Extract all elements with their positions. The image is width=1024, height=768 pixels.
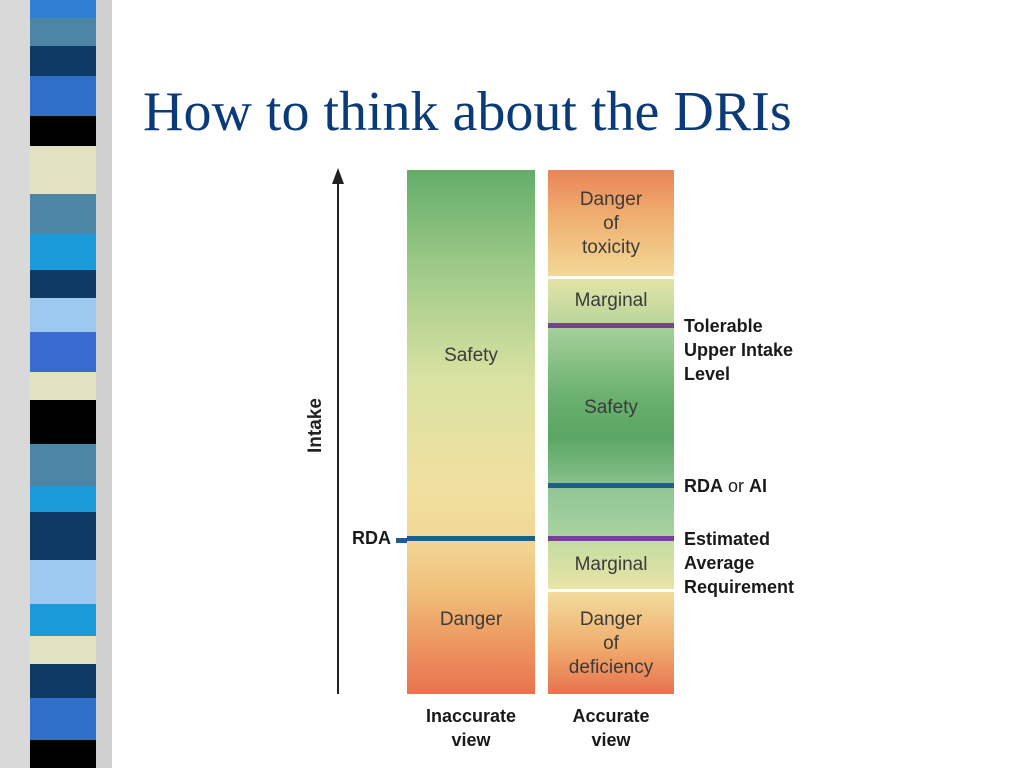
ear-label-line3: Requirement: [684, 577, 795, 597]
intake-axis-label: Intake: [305, 398, 326, 453]
ear-label: Estimated Average Requirement: [684, 527, 794, 599]
inaccurate-rda-line: [407, 536, 535, 541]
safety-band: Safety: [548, 328, 674, 483]
danger-of-toxicity-band: Danger of toxicity: [548, 170, 674, 276]
marginal-lower-label: Marginal: [574, 554, 648, 575]
toxicity-label-line3: toxicity: [581, 237, 641, 258]
inaccurate-view-column: Safety Danger: [407, 170, 535, 694]
toxicity-label-line2: of: [603, 213, 619, 234]
ai-text: AI: [749, 476, 768, 496]
danger-of-deficiency-band: Danger of deficiency: [548, 592, 674, 694]
deficiency-label-line3: deficiency: [568, 657, 654, 678]
divider-white: [548, 276, 674, 279]
ear-line: [548, 536, 674, 541]
rda-or-ai-line: [548, 483, 674, 488]
accurate-view-column: Danger of toxicity Marginal Safety Margi…: [548, 170, 674, 694]
accurate-caption-line2: view: [591, 730, 631, 750]
accurate-caption-line1: Accurate: [572, 706, 650, 726]
safe-lower-band: [548, 488, 674, 536]
deficiency-label-line1: Danger: [579, 609, 643, 630]
rda-text: RDA: [684, 476, 723, 496]
inaccurate-caption-line2: view: [451, 730, 491, 750]
inaccurate-view-caption: Inaccurate view: [401, 704, 541, 752]
marginal-lower-band: Marginal: [548, 541, 674, 589]
slide-title: How to think about the DRIs: [143, 81, 792, 143]
rda-ai-label: RDA or AI: [684, 474, 767, 498]
ul-label-line2: Upper Intake: [684, 340, 794, 360]
toxicity-label-line1: Danger: [579, 189, 643, 210]
deficiency-label-line2: of: [603, 633, 619, 654]
marginal-upper-band: Marginal: [548, 279, 674, 323]
inaccurate-danger-label: Danger: [439, 609, 503, 630]
accurate-view-caption: Accurate view: [541, 704, 681, 752]
inaccurate-safety-label: Safety: [444, 345, 498, 366]
marginal-upper-label: Marginal: [574, 290, 648, 311]
inaccurate-rda-label: RDA: [352, 528, 391, 548]
ul-label-line1: Tolerable: [684, 316, 763, 336]
ear-label-line2: Average: [684, 553, 755, 573]
safety-label: Safety: [584, 397, 638, 418]
tolerable-upper-intake-line: [548, 323, 674, 328]
decorative-stripe: [0, 0, 112, 768]
inaccurate-caption-line1: Inaccurate: [425, 706, 517, 726]
or-text: or: [723, 476, 750, 496]
ul-label: Tolerable Upper Intake Level: [684, 314, 793, 386]
divider-white-lower: [548, 589, 674, 592]
ul-label-line3: Level: [684, 364, 731, 384]
rda-tick: [396, 538, 407, 543]
ear-label-line1: Estimated: [684, 529, 771, 549]
